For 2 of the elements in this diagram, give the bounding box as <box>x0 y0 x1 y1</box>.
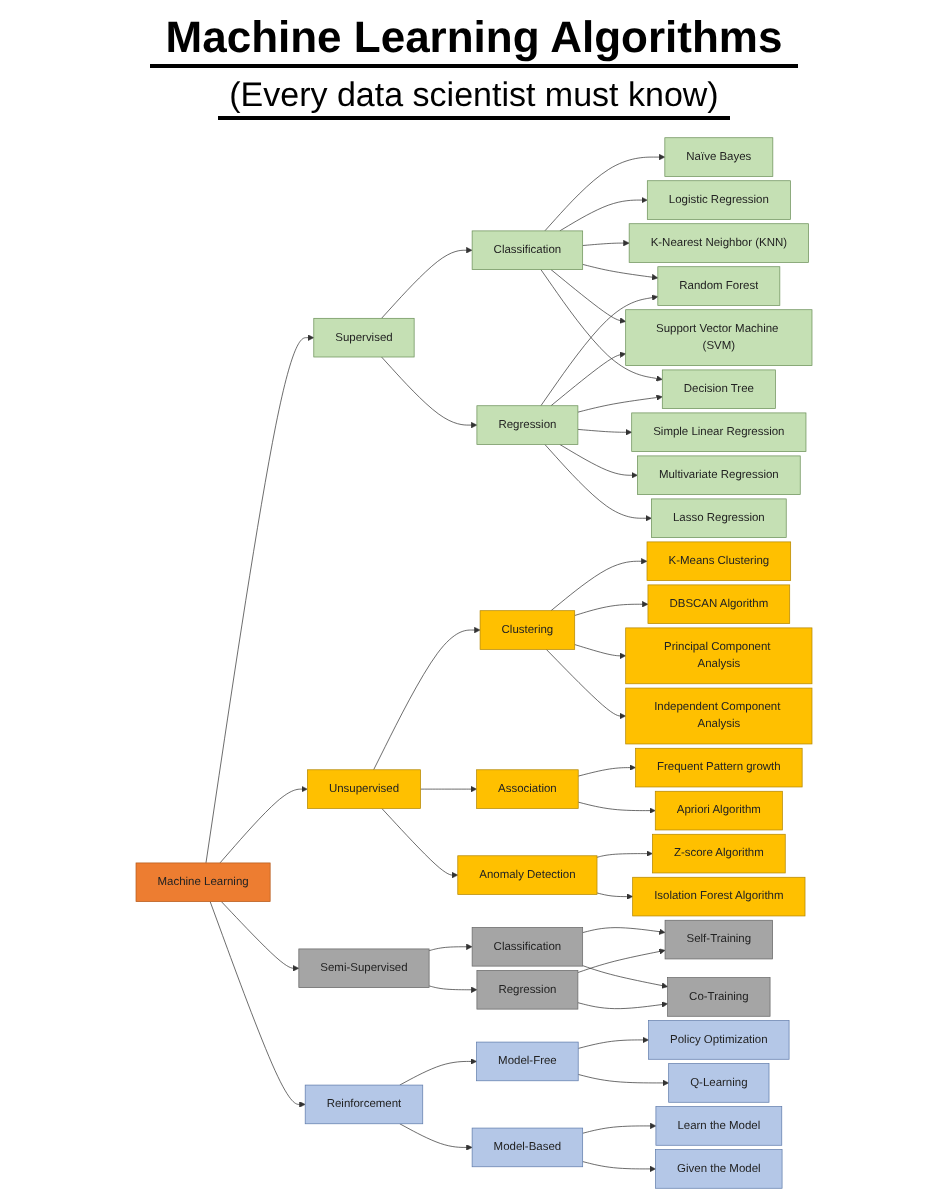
title: Machine Learning Algorithms <box>149 12 799 68</box>
subtitle: (Every data scientist must know) <box>217 76 731 120</box>
